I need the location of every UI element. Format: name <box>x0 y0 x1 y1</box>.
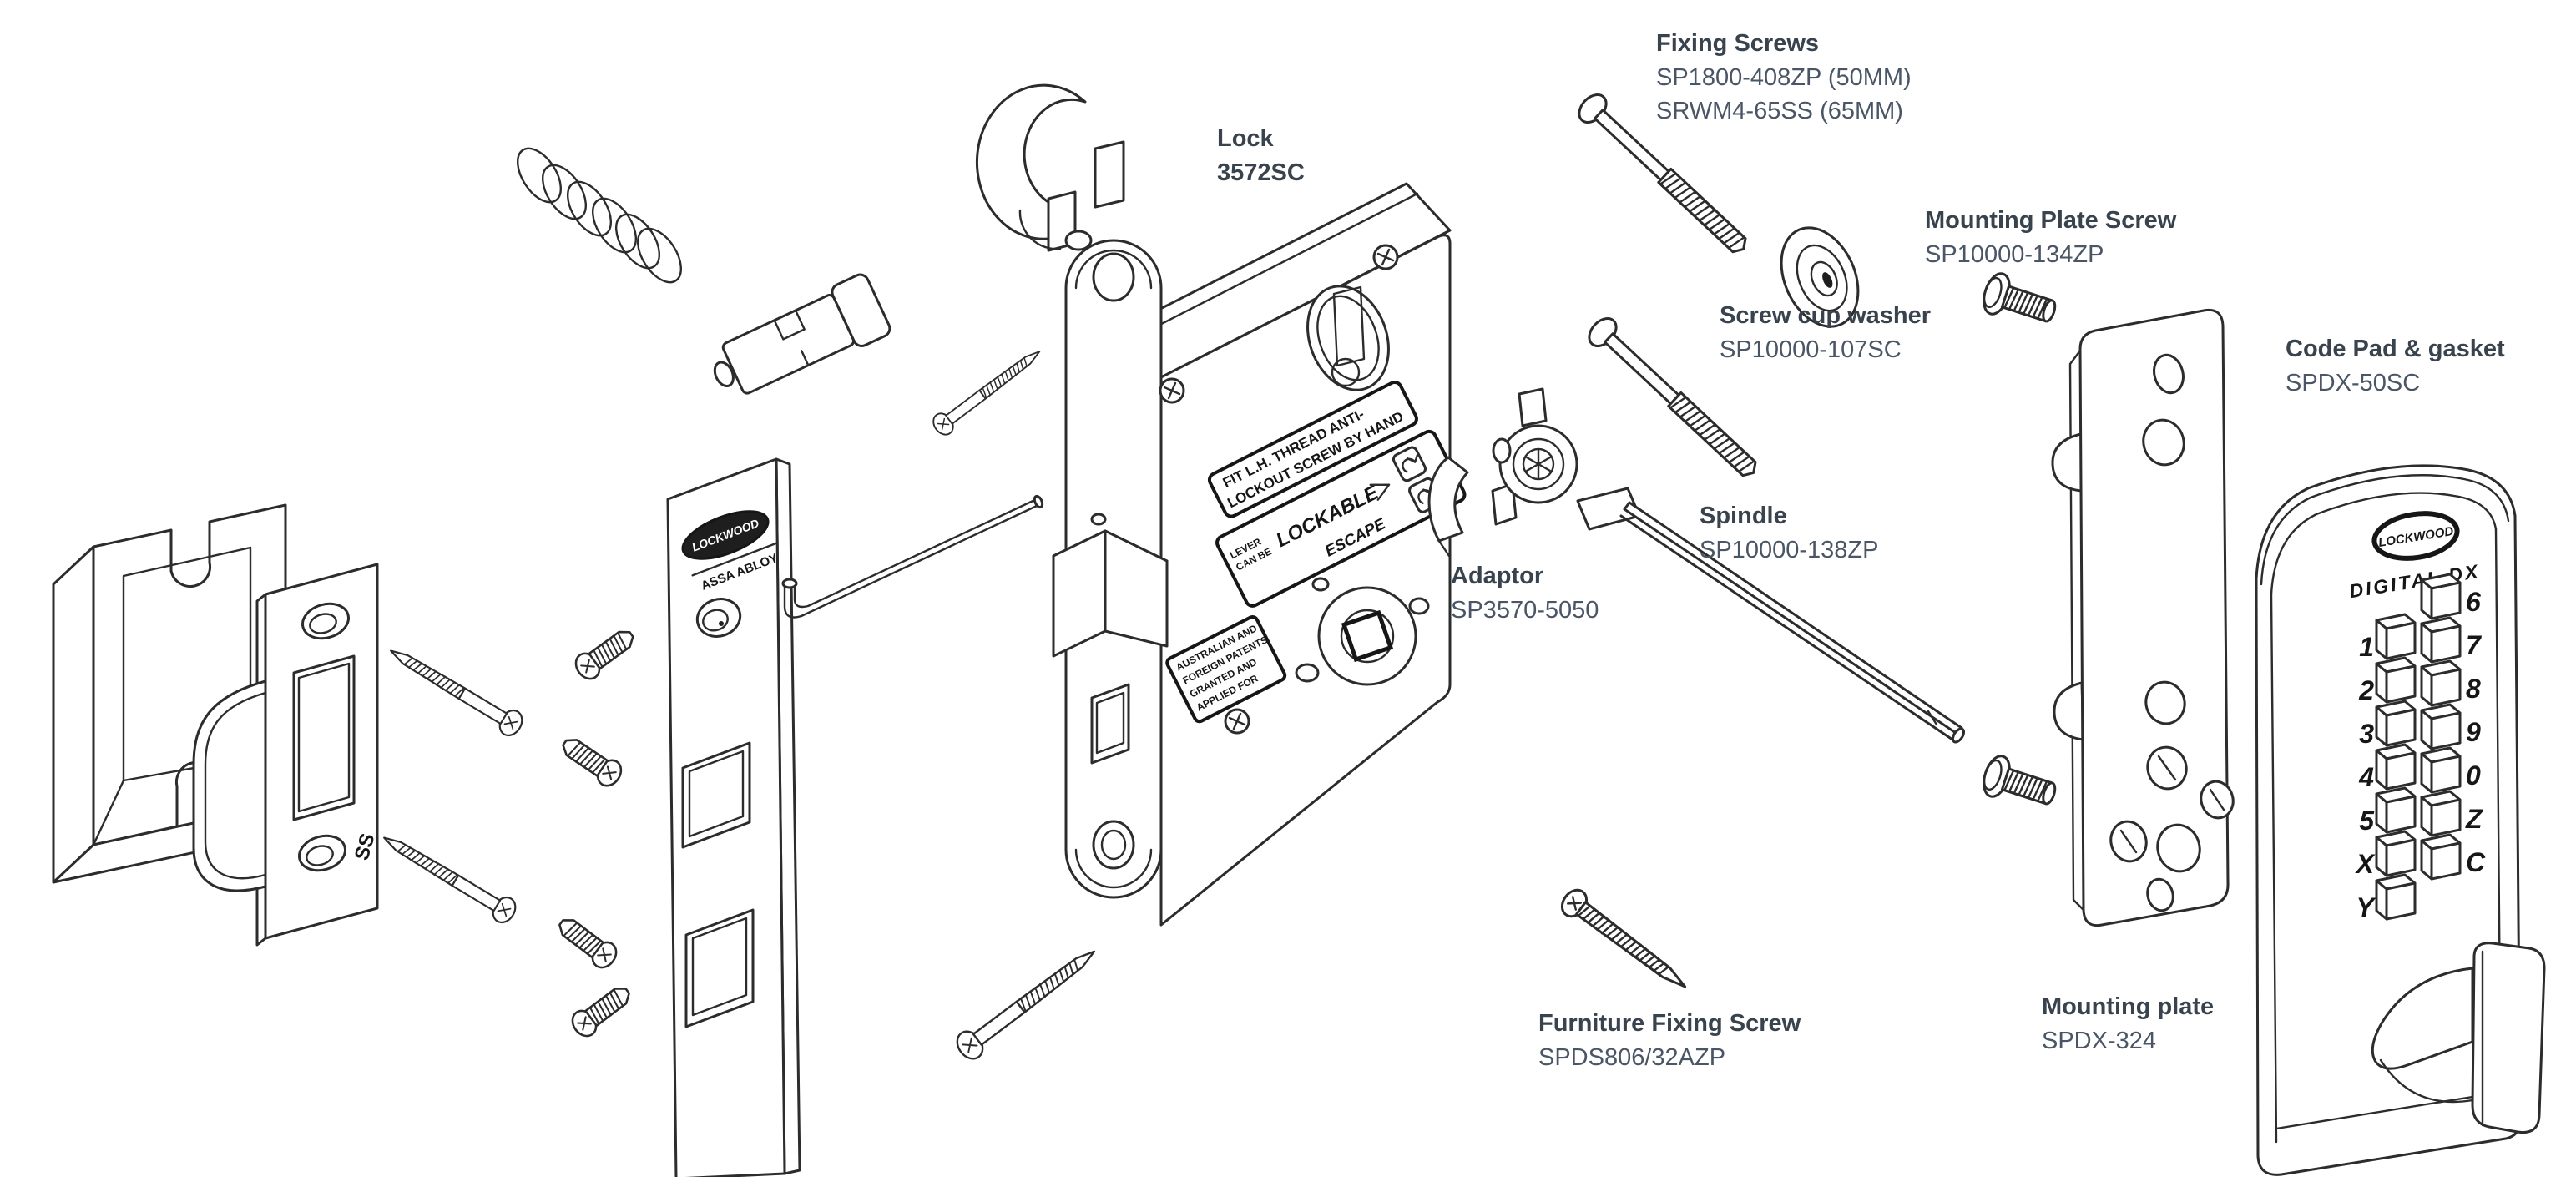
label-spindle-code: SP10000-138ZP <box>1700 537 1879 563</box>
label-screw-cup-washer-code: SP10000-107SC <box>1720 336 1902 363</box>
label-furniture-fixing-screw: Furniture Fixing Screw SPDS806/32AZP <box>1538 1007 1801 1074</box>
label-spindle: Spindle SP10000-138ZP <box>1700 499 1878 567</box>
keypad-label-3: 3 <box>2359 719 2374 749</box>
label-code-pad-title: Code Pad & gasket <box>2286 336 2505 362</box>
lock-wood-screw-top <box>928 341 1048 440</box>
label-lock-title: Lock <box>1217 125 1274 152</box>
label-screw-cup-washer-title: Screw cup washer <box>1720 302 1932 329</box>
spindle-part <box>1576 487 1966 744</box>
label-mounting-plate: Mounting plate SPDX-324 <box>2042 990 2214 1058</box>
label-fixing-screws-code1: SP1800-408ZP (50MM) <box>1656 64 1912 91</box>
mounting-plate-part <box>2051 308 2235 927</box>
keypad-label-1: 1 <box>2359 632 2374 662</box>
keypad-label-9: 9 <box>2466 717 2481 747</box>
keypad-label-0: 0 <box>2466 760 2481 791</box>
strike-screws <box>376 622 641 1042</box>
mounting-plate-screw-bottom <box>1977 751 2062 816</box>
lock-wood-screw-bottom <box>951 938 1104 1065</box>
keypad-label-x: X <box>2355 849 2376 879</box>
label-lock: Lock 3572SC <box>1217 122 1305 190</box>
keypad-label-5: 5 <box>2359 806 2375 836</box>
screw-cup-washer <box>1780 226 1860 328</box>
label-furniture-fixing-screw-title: Furniture Fixing Screw <box>1538 1010 1801 1037</box>
cylinder-plug <box>713 273 891 395</box>
label-adaptor-title: Adaptor <box>1451 563 1544 589</box>
label-furniture-fixing-screw-code: SPDS806/32AZP <box>1538 1044 1726 1071</box>
label-adaptor: Adaptor SP3570-5050 <box>1451 559 1599 627</box>
adaptor-part <box>1427 387 1578 558</box>
inner-faceplate: LOCKWOOD ASSA ABLOY <box>666 457 801 1177</box>
label-fixing-screws-code2: SRWM4-65SS (65MM) <box>1656 98 1903 124</box>
label-mounting-plate-screw-title: Mounting Plate Screw <box>1925 207 2177 234</box>
label-code-pad-code: SPDX-50SC <box>2286 370 2421 397</box>
keypad-label-6: 6 <box>2466 587 2481 617</box>
label-mounting-plate-screw: Mounting Plate Screw SP10000-134ZP <box>1925 204 2176 271</box>
label-spindle-title: Spindle <box>1700 503 1787 529</box>
label-adaptor-code: SP3570-5050 <box>1451 597 1599 624</box>
code-pad-knob <box>2371 942 2546 1134</box>
latch-spring <box>516 147 683 284</box>
keypad-label-y: Y <box>2356 892 2376 922</box>
keypad-label-2: 2 <box>2358 675 2374 705</box>
keypad-label-8: 8 <box>2466 674 2481 704</box>
furniture-fixing-screw <box>1555 884 1695 999</box>
keypad-label-7: 7 <box>2466 630 2483 660</box>
label-fixing-screws-title: Fixing Screws <box>1656 30 1820 57</box>
lock-case: FIT L.H. THREAD ANTI- LOCKOUT SCREW BY H… <box>1052 182 1467 927</box>
keypad-label-c: C <box>2466 847 2486 877</box>
label-mounting-plate-screw-code: SP10000-134ZP <box>1925 241 2104 268</box>
anti-lockout-cover <box>975 83 1125 252</box>
strike-plate: SS <box>192 563 380 947</box>
label-mounting-plate-title: Mounting plate <box>2042 993 2215 1020</box>
label-lock-code: 3572SC <box>1217 159 1305 186</box>
code-pad-device: LOCKWOOD DIGITAL DX 1 2 3 4 5 X Y 6 7 8 … <box>2255 464 2546 1176</box>
label-mounting-plate-code: SPDX-324 <box>2042 1028 2157 1054</box>
label-screw-cup-washer: Screw cup washer SP10000-107SC <box>1720 299 1931 366</box>
label-code-pad: Code Pad & gasket SPDX-50SC <box>2286 332 2505 400</box>
keypad-label-4: 4 <box>2358 762 2374 792</box>
mounting-plate-screw-top <box>1977 269 2062 334</box>
keypad-label-z: Z <box>2465 804 2483 834</box>
label-fixing-screws: Fixing Screws SP1800-408ZP (50MM) SRWM4-… <box>1656 27 1912 128</box>
actuating-rod <box>781 494 1044 619</box>
